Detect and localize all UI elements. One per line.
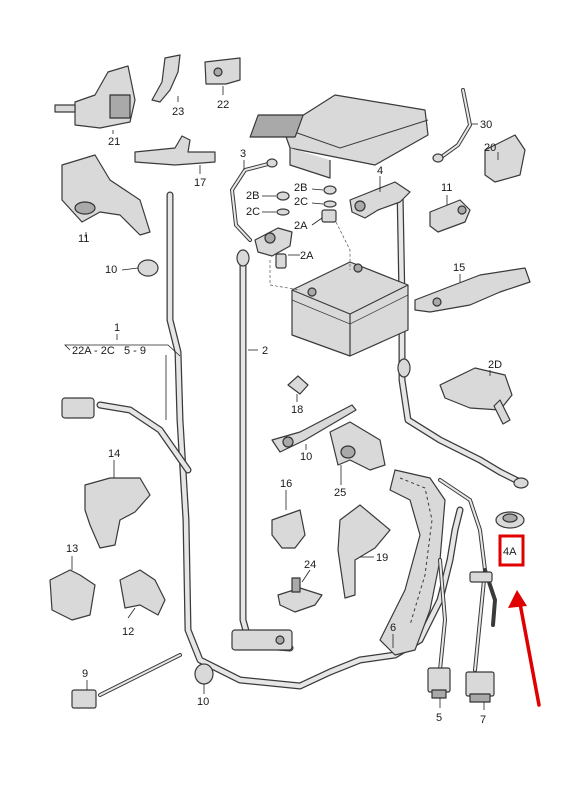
cable-clip <box>397 358 411 378</box>
label-10-bottom: 10 <box>197 696 209 708</box>
grommet-10-left <box>137 259 159 277</box>
highlight-annotation <box>498 534 541 707</box>
terminal-cap-4a <box>495 511 525 529</box>
bracket-2d <box>439 367 513 425</box>
label-2a-right: 2A <box>294 220 308 232</box>
cover-25 <box>329 421 386 471</box>
nuts-washers <box>276 185 337 216</box>
bracket-14 <box>84 477 151 549</box>
leader-lines <box>64 86 499 710</box>
sensor-cable-9 <box>71 653 182 709</box>
label-10-left: 10 <box>105 264 117 276</box>
main-cable-connector <box>61 397 95 419</box>
label-18: 18 <box>291 404 303 416</box>
connector-7 <box>465 671 495 703</box>
label-17: 17 <box>194 177 206 189</box>
label-6: 6 <box>390 622 396 634</box>
label-3: 3 <box>240 148 246 160</box>
bracket-20 <box>484 134 526 183</box>
label-1-range: 22A - 2C 5 - 9 <box>72 345 146 357</box>
cable-2-lug <box>236 249 250 267</box>
cable-30 <box>432 88 473 163</box>
label-16: 16 <box>280 478 292 490</box>
label-4: 4 <box>377 165 383 177</box>
bracket-15 <box>414 267 531 313</box>
label-24: 24 <box>304 559 316 571</box>
bracket-23 <box>151 54 181 103</box>
label-2b-left: 2B <box>246 190 259 202</box>
dashed-leaders <box>269 221 351 291</box>
terminal-clamp-4 <box>349 181 411 219</box>
label-23: 23 <box>172 106 184 118</box>
cable-2-terminal <box>231 629 293 651</box>
battery <box>291 261 409 357</box>
label-11-left: 11 <box>78 233 89 245</box>
bracket-13 <box>49 569 96 621</box>
strap-17 <box>134 135 216 166</box>
part-labels: 21 23 22 30 20 17 3 11 11 10 4 2B 2C 2B … <box>66 99 517 726</box>
highlight-arrow-head <box>508 590 527 608</box>
label-4a: 4A <box>503 546 517 558</box>
battery-cable-2 <box>231 249 294 652</box>
label-19: 19 <box>376 552 388 564</box>
label-10-center: 10 <box>300 451 312 463</box>
label-2c-left: 2C <box>246 206 260 218</box>
label-5: 5 <box>436 712 442 724</box>
label-15: 15 <box>453 262 465 274</box>
grommet-10-bottom <box>194 663 214 685</box>
cable-3 <box>229 158 278 242</box>
wiring-harness-6 <box>379 469 498 672</box>
label-20: 20 <box>484 142 496 154</box>
label-2d: 2D <box>488 359 502 371</box>
label-9: 9 <box>82 668 88 680</box>
label-12: 12 <box>122 626 134 638</box>
battery-cable-4 <box>396 186 529 489</box>
bolt-24 <box>277 577 323 613</box>
shield-11-left <box>61 154 151 236</box>
bracket-19 <box>337 504 391 599</box>
highlight-box-4a <box>498 534 525 567</box>
label-11-right: 11 <box>441 182 452 194</box>
label-14: 14 <box>108 448 120 460</box>
label-2: 2 <box>262 345 268 357</box>
clip-16 <box>271 509 306 549</box>
label-7: 7 <box>480 714 486 726</box>
clip-11-right <box>429 199 471 233</box>
terminal-clamp-2a <box>254 209 337 269</box>
bracket-12 <box>119 569 166 616</box>
label-2c-right: 2C <box>294 196 308 208</box>
label-2b-right: 2B <box>294 182 307 194</box>
label-30: 30 <box>480 119 492 131</box>
highlight-arrow <box>517 596 541 707</box>
clip-18 <box>287 375 309 395</box>
label-1: 1 <box>114 322 120 334</box>
cable-tie-10 <box>271 404 357 453</box>
bracket-22 <box>204 57 241 85</box>
bracket-21 <box>54 65 136 129</box>
connector-5 <box>427 667 451 699</box>
label-2a-bottom: 2A <box>300 250 314 262</box>
battery-control-unit <box>249 94 429 179</box>
label-25: 25 <box>334 487 346 499</box>
label-22: 22 <box>217 99 229 111</box>
label-13: 13 <box>66 543 78 555</box>
label-21: 21 <box>108 136 120 148</box>
